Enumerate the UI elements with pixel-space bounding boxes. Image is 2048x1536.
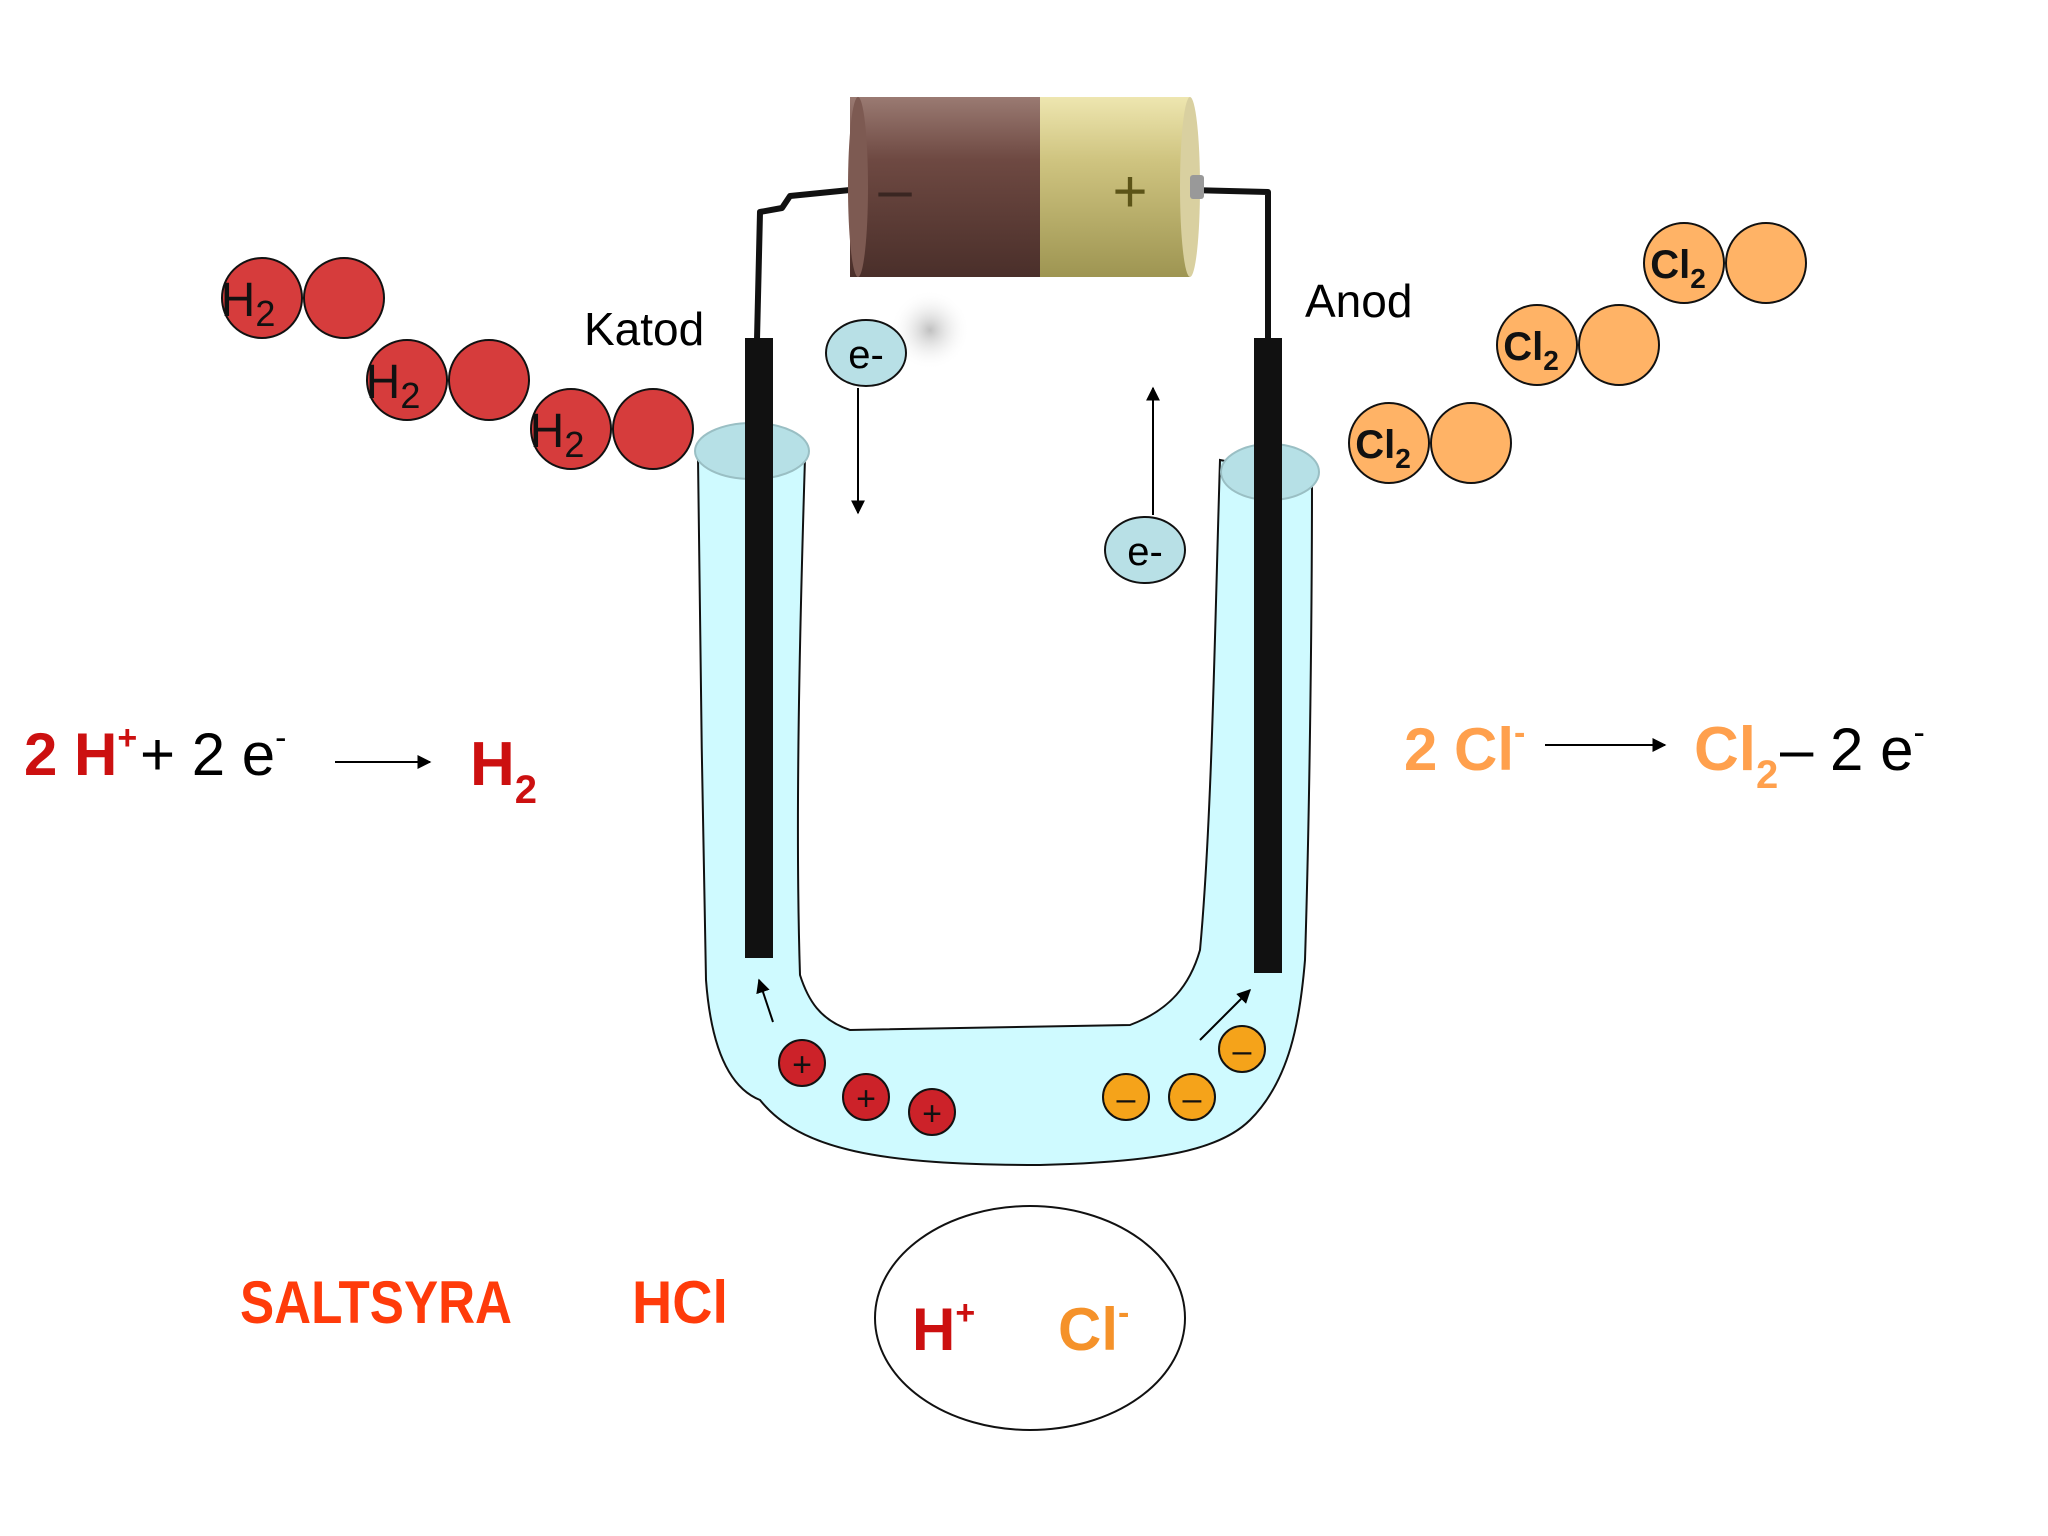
saltsyra-label: SALTSYRA bbox=[240, 1269, 512, 1336]
battery-minus-label: – bbox=[878, 156, 912, 223]
positive-ion-sign: + bbox=[792, 1046, 812, 1084]
svg-text:H2: H2 bbox=[530, 405, 585, 465]
katod-label: Katod bbox=[584, 303, 704, 355]
anode-equation: 2 Cl- Cl2 – 2 e- bbox=[1404, 714, 1925, 797]
hcl-formula: HCl bbox=[632, 1269, 728, 1336]
anode-electrode bbox=[1254, 338, 1282, 973]
negative-ion-sign: – bbox=[1183, 1080, 1202, 1118]
svg-text:2 Cl-: 2 Cl- bbox=[1404, 714, 1525, 783]
svg-text:– 2 e-: – 2 e- bbox=[1780, 714, 1925, 783]
battery-plus-label: + bbox=[1112, 158, 1147, 225]
svg-text:H2: H2 bbox=[470, 730, 537, 812]
svg-text:+ 2 e-: + 2 e- bbox=[140, 719, 286, 788]
negative-ion-sign: – bbox=[1233, 1032, 1252, 1070]
anod-label: Anod bbox=[1305, 275, 1412, 327]
ion-dissociation-ellipse bbox=[874, 1205, 1186, 1431]
wire-right bbox=[1189, 187, 1271, 340]
svg-text:Cl2: Cl2 bbox=[1503, 325, 1559, 376]
cathode-electrode bbox=[745, 338, 773, 958]
wire-left bbox=[754, 187, 851, 341]
svg-text:2 H+: 2 H+ bbox=[24, 719, 137, 788]
positive-ion-sign: + bbox=[922, 1095, 942, 1133]
h2-molecule: H2 bbox=[221, 257, 385, 339]
battery-positive-half bbox=[1040, 97, 1190, 277]
cl-ion-label: Cl- bbox=[1058, 1294, 1129, 1363]
h-ion-label: H+ bbox=[912, 1294, 975, 1363]
svg-text:Cl2: Cl2 bbox=[1650, 243, 1706, 294]
electron-right-label: e- bbox=[1127, 530, 1163, 574]
h2-molecule: H2 bbox=[366, 339, 530, 421]
svg-text:H2: H2 bbox=[366, 356, 421, 416]
battery-negative-half bbox=[850, 97, 1040, 277]
positive-ions: + + + bbox=[778, 1039, 956, 1136]
svg-text:H2: H2 bbox=[221, 274, 276, 334]
battery: – + bbox=[848, 97, 1204, 370]
negative-ion-sign: – bbox=[1117, 1080, 1136, 1118]
h2-molecule: H2 bbox=[530, 388, 694, 470]
cl2-molecule: Cl2 bbox=[1496, 304, 1660, 386]
anion-drift-arrow bbox=[1199, 989, 1251, 1041]
positive-ion-sign: + bbox=[856, 1080, 876, 1118]
cl2-molecule: Cl2 bbox=[1643, 222, 1807, 304]
cl2-molecule: Cl2 bbox=[1348, 402, 1512, 484]
cation-drift-arrow bbox=[756, 978, 774, 1023]
cathode-equation: 2 H+ + 2 e- H2 bbox=[24, 719, 537, 812]
electron-right: e- bbox=[1104, 516, 1186, 584]
svg-text:Cl2: Cl2 bbox=[1694, 715, 1778, 797]
electron-left: e- bbox=[825, 319, 907, 387]
svg-text:Cl2: Cl2 bbox=[1355, 423, 1411, 474]
negative-ions: – – – bbox=[1102, 1025, 1266, 1121]
electron-left-label: e- bbox=[848, 333, 884, 377]
